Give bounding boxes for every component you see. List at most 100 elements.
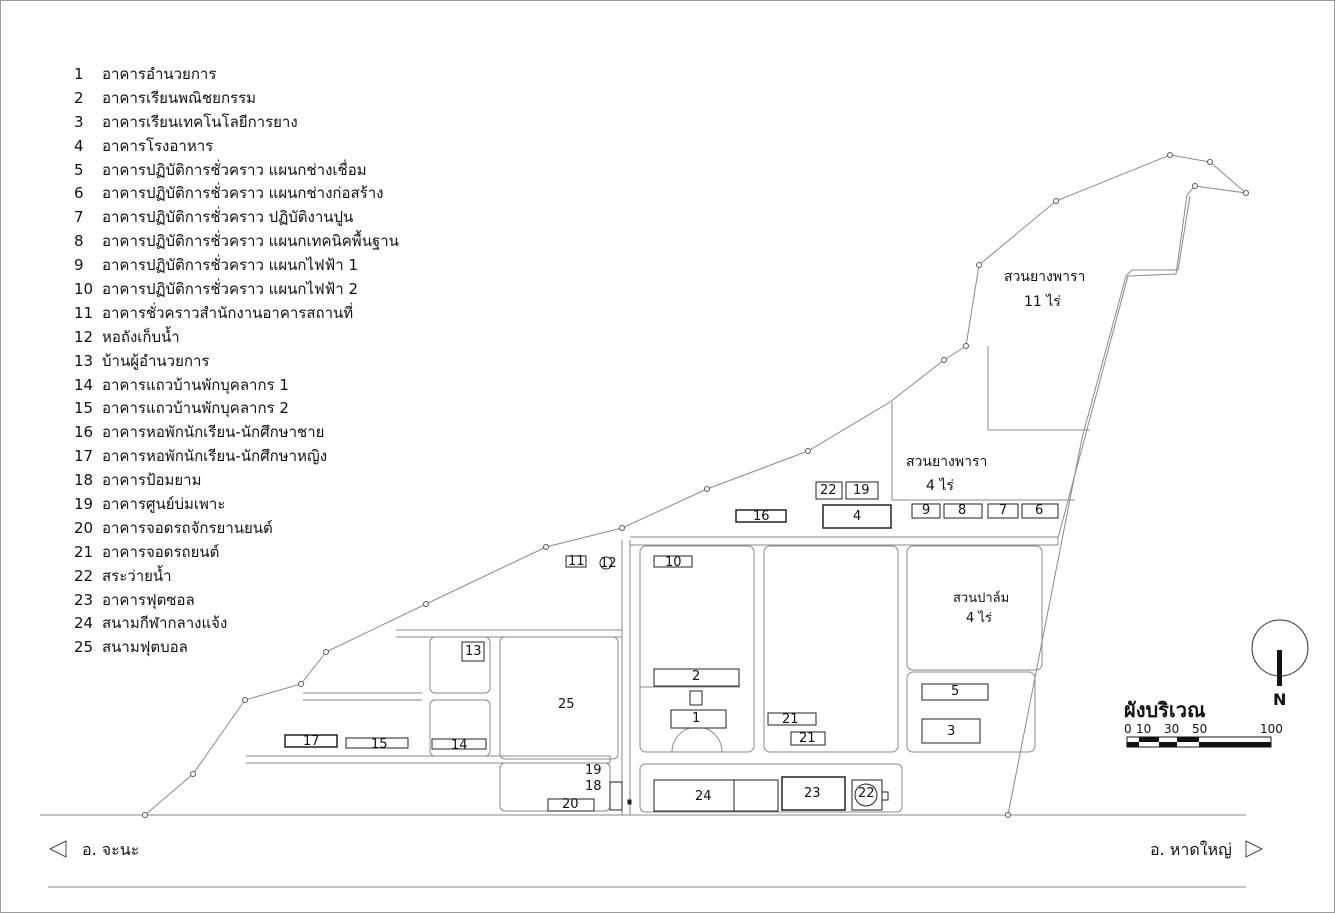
building-15 xyxy=(345,737,409,749)
building-8 xyxy=(943,503,983,519)
legend-item-number: 3 xyxy=(74,112,84,131)
legend-item-number: 2 xyxy=(74,88,84,107)
north-label: N xyxy=(1273,690,1287,709)
label-building-18: 18 xyxy=(585,779,602,794)
legend-item-number: 18 xyxy=(74,471,94,490)
label-building-3: 3 xyxy=(947,724,956,739)
legend-item-text: อาคารหอพักนักเรียน-นักศึกษาชาย xyxy=(102,423,325,442)
east-arrow-icon xyxy=(1245,840,1264,858)
legend-item-number: 20 xyxy=(74,518,94,537)
legend-item: 6 อาคารปฏิบัติการชั่วคราว แผนกช่างก่อสร้า… xyxy=(74,182,399,206)
label-building-7: 7 xyxy=(999,503,1008,518)
legend-item-text: อาคารปฏิบัติการชั่วคราว แผนกช่างก่อสร้าง xyxy=(102,184,384,203)
road-block xyxy=(639,763,903,813)
legend-item: 2 อาคารเรียนพณิชยกรรม xyxy=(74,87,399,111)
legend-item-number: 19 xyxy=(74,495,94,514)
road-edge xyxy=(246,755,611,764)
west-arrow-icon xyxy=(48,840,67,858)
map-title: ผังบริเวณ xyxy=(1124,698,1206,722)
scale-label-30: 30 xyxy=(1164,722,1180,736)
building-10 xyxy=(653,555,693,568)
legend-item-text: บ้านผู้อำนวยการ xyxy=(102,351,210,370)
building-24 xyxy=(653,779,779,812)
legend-item-number: 4 xyxy=(74,136,84,155)
area-palm-size: 4 ไร่ xyxy=(966,611,992,626)
label-building-17: 17 xyxy=(303,734,320,749)
building-11 xyxy=(565,555,587,568)
scale-bar xyxy=(1126,736,1272,748)
legend-item-number: 9 xyxy=(74,256,84,275)
label-building-25: 25 xyxy=(558,697,575,712)
legend-item-text: อาคารจอดรถจักรยานยนต์ xyxy=(102,518,273,537)
label-building-23: 23 xyxy=(804,786,821,801)
label-building-8: 8 xyxy=(958,503,967,518)
legend-item-text: อาคารเรียนพณิชยกรรม xyxy=(102,88,257,107)
legend-item-number: 24 xyxy=(74,614,94,633)
scale-label-50: 50 xyxy=(1192,722,1208,736)
legend-item-text: อาคารหอพักนักเรียน-นักศึกษาหญิง xyxy=(102,447,328,466)
label-building-5: 5 xyxy=(951,684,960,699)
legend-item-number: 25 xyxy=(74,638,94,657)
label-building-10: 10 xyxy=(665,555,682,570)
legend-item-text: อาคารชั่วคราวสำนักงานอาคารสถานที่ xyxy=(102,303,354,322)
building-12 xyxy=(599,556,613,570)
legend-item-number: 10 xyxy=(74,280,94,299)
road-block xyxy=(906,671,1036,753)
building-9 xyxy=(911,503,941,519)
building-22-annex xyxy=(881,791,889,801)
label-building-19: 19 xyxy=(585,763,602,778)
legend-item-number: 17 xyxy=(74,447,94,466)
legend-item-number: 6 xyxy=(74,184,84,203)
legend-item: 14 อาคารแถวบ้านพักบุคลากร 1 xyxy=(74,374,399,398)
building-23 xyxy=(781,776,846,811)
legend-item-text: อาคารแถวบ้านพักบุคลากร 1 xyxy=(102,375,289,394)
building-4 xyxy=(822,504,892,529)
legend-item-number: 11 xyxy=(74,303,94,322)
building-3 xyxy=(921,718,981,744)
legend-item: 17 อาคารหอพักนักเรียน-นักศึกษาหญิง xyxy=(74,445,399,469)
legend-item-text: อาคารเรียนเทคโนโลยีการยาง xyxy=(102,112,298,131)
legend-item-number: 14 xyxy=(74,375,94,394)
scale-label-10: 10 xyxy=(1136,722,1152,736)
legend-item-number: 15 xyxy=(74,399,94,418)
building-1 xyxy=(670,709,727,729)
direction-east: อ. หาดใหญ่ xyxy=(1150,840,1232,859)
label-building-20: 20 xyxy=(562,797,579,812)
building-14 xyxy=(431,738,487,750)
legend-item: 3 อาคารเรียนเทคโนโลยีการยาง xyxy=(74,111,399,135)
legend-item-text: อาคารโรงอาหาร xyxy=(102,136,214,155)
legend-item: 20 อาคารจอดรถจักรยานยนต์ xyxy=(74,517,399,541)
legend-item-number: 16 xyxy=(74,423,94,442)
building-18 xyxy=(609,781,623,811)
label-building-2: 2 xyxy=(692,669,701,684)
building-16 xyxy=(735,509,787,523)
road-block xyxy=(639,545,755,753)
building-5 xyxy=(921,683,989,701)
site-boundary-east xyxy=(1007,195,1191,816)
building-20 xyxy=(547,798,595,812)
pool xyxy=(854,783,878,807)
building-22-small xyxy=(815,481,843,500)
label-building-6: 6 xyxy=(1035,503,1044,518)
legend-item-text: อาคารจอดรถยนต์ xyxy=(102,542,220,561)
area-rubber-large-size: 11 ไร่ xyxy=(1024,294,1061,310)
building-13 xyxy=(461,641,485,662)
building-6 xyxy=(1021,503,1059,519)
legend-item-text: อาคารอำนวยการ xyxy=(102,65,217,83)
porch-arc xyxy=(671,726,723,753)
legend-item-text: อาคารปฏิบัติการชั่วคราว แผนกช่างเชื่อม xyxy=(102,160,367,179)
building-7 xyxy=(987,503,1019,519)
building-19-small xyxy=(845,481,879,500)
road-block xyxy=(906,545,1043,671)
